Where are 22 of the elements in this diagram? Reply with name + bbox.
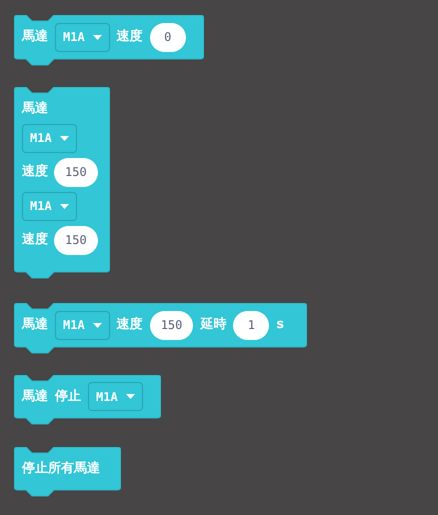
block-label: 速度 bbox=[116, 316, 143, 334]
dropdown: M1A bbox=[55, 310, 110, 340]
dropdown: M1A bbox=[22, 124, 77, 152]
block-label: 馬達 bbox=[22, 316, 48, 334]
block-label: 速度 bbox=[116, 28, 143, 46]
block-label: 停止 bbox=[55, 388, 81, 406]
dropdown: M1A bbox=[88, 382, 143, 411]
block-label: 速度 bbox=[22, 162, 48, 182]
code-block bbox=[14, 375, 161, 425]
code-block bbox=[14, 15, 204, 66]
block-label: 延時 bbox=[200, 316, 226, 334]
block-label: 停止所有馬達 bbox=[22, 460, 100, 478]
block-label: 速度 bbox=[22, 230, 48, 250]
block-label: 馬達 bbox=[22, 100, 48, 118]
code-block bbox=[14, 447, 121, 497]
block-label: 馬達 bbox=[22, 28, 48, 46]
block-label: s bbox=[276, 316, 284, 334]
block-label: 馬達 bbox=[22, 388, 48, 406]
dropdown: M1A bbox=[55, 22, 110, 52]
code-block bbox=[14, 303, 307, 354]
dropdown: M1A bbox=[22, 192, 77, 220]
code-block bbox=[14, 87, 110, 279]
